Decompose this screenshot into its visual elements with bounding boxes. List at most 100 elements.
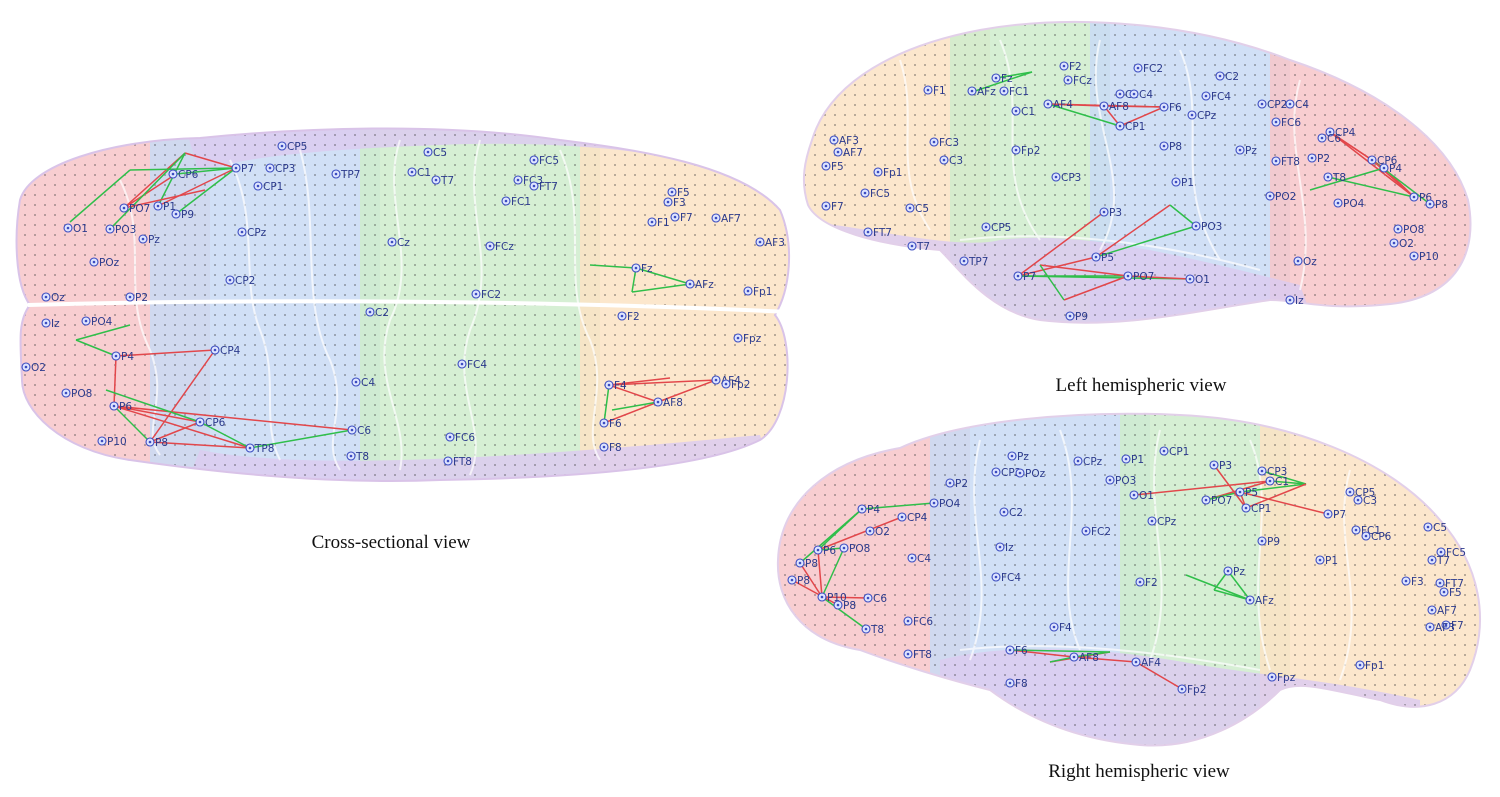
electrode-FC5: FC5 xyxy=(529,155,559,167)
electrode-label: P9 xyxy=(181,209,194,221)
electrode-F6: F6 xyxy=(599,418,622,430)
electrode-center xyxy=(1124,457,1128,461)
electrode-P7: P7 xyxy=(1323,509,1346,521)
electrode-CP6: CP6 xyxy=(1361,531,1392,543)
left-connection-22 xyxy=(1039,264,1129,277)
electrode-AF8: AF8 xyxy=(1099,101,1129,113)
right-connection-22 xyxy=(1185,574,1251,601)
electrode-center xyxy=(1442,590,1446,594)
electrode-C2: C2 xyxy=(1215,71,1239,83)
electrode-label: AF7 xyxy=(843,147,863,159)
electrode-label: CP2 xyxy=(1001,467,1021,479)
right-connection-24 xyxy=(1213,589,1251,601)
electrode-center xyxy=(532,184,536,188)
electrode-label: F6 xyxy=(1169,102,1182,114)
electrode-CP2: CP2 xyxy=(991,467,1021,479)
cross-connection-5 xyxy=(123,173,177,209)
electrode-label: Iz xyxy=(51,318,60,330)
electrode-AF3: AF3 xyxy=(1425,622,1455,634)
electrode-POz: POz xyxy=(1015,468,1046,480)
electrode-P10: P10 xyxy=(1409,251,1439,263)
electrode-center xyxy=(354,380,358,384)
electrode-label: P4 xyxy=(867,504,880,516)
electrode-center xyxy=(1364,534,1368,538)
electrode-center xyxy=(516,178,520,182)
electrode-center xyxy=(1118,124,1122,128)
electrode-center xyxy=(1412,254,1416,258)
electrode-label: FC3 xyxy=(939,137,959,149)
electrode-label: P7 xyxy=(241,163,254,175)
electrode-label: FC4 xyxy=(1001,572,1021,584)
electrode-FC4: FC4 xyxy=(457,359,487,371)
electrode-center xyxy=(1326,175,1330,179)
cross-connection-3 xyxy=(129,167,237,171)
electrode-C4: C4 xyxy=(351,377,375,389)
electrode-label: CP5 xyxy=(287,141,307,153)
electrode-center xyxy=(1428,202,1432,206)
electrode-center xyxy=(1014,109,1018,113)
electrode-center xyxy=(1204,498,1208,502)
electrode-label: F7 xyxy=(1451,620,1464,632)
electrode-center xyxy=(1076,459,1080,463)
electrode-C6: C6 xyxy=(863,593,887,605)
electrode-center xyxy=(820,595,824,599)
electrode-center xyxy=(842,546,846,550)
electrode-label: PO4 xyxy=(939,498,961,510)
left-connection-15 xyxy=(1371,159,1415,198)
cross-connection-28 xyxy=(631,283,691,293)
electrode-center xyxy=(876,170,880,174)
electrode-center xyxy=(504,199,508,203)
electrode-PO7: PO7 xyxy=(1201,495,1232,507)
electrode-Fz: Fz xyxy=(631,263,653,275)
electrode-center xyxy=(1288,102,1292,106)
left-connection-24 xyxy=(1039,264,1065,301)
electrode-center xyxy=(268,166,272,170)
electrode-center xyxy=(650,220,654,224)
electrode-center xyxy=(1102,210,1106,214)
electrode-label: F8 xyxy=(609,442,622,454)
electrode-label: CP4 xyxy=(1335,127,1356,139)
electrode-CP4: CP4 xyxy=(1325,127,1356,139)
electrode-center xyxy=(1194,224,1198,228)
electrode-label: Iz xyxy=(1295,295,1304,307)
electrode-center xyxy=(426,150,430,154)
electrode-label: P8 xyxy=(1435,199,1448,211)
electrode-CP1: CP1 xyxy=(1159,446,1189,458)
electrode-center xyxy=(1326,512,1330,516)
electrode-center xyxy=(1318,558,1322,562)
electrode-Fp1: Fp1 xyxy=(1355,660,1384,672)
electrode-F2: F2 xyxy=(617,311,640,323)
electrode-P9: P9 xyxy=(1257,536,1280,548)
electrode-center xyxy=(836,603,840,607)
electrode-center xyxy=(868,529,872,533)
electrode-CPz: CPz xyxy=(1147,516,1177,528)
electrode-FC6: FC6 xyxy=(903,616,933,628)
electrode-label: O2 xyxy=(1399,238,1414,250)
electrode-center xyxy=(746,289,750,293)
electrode-center xyxy=(634,266,638,270)
electrode-label: FT7 xyxy=(873,227,892,239)
electrode-FC5: FC5 xyxy=(1436,547,1466,559)
electrode-center xyxy=(836,150,840,154)
electrode-label: FC4 xyxy=(467,359,487,371)
cross-connection-35 xyxy=(608,377,671,386)
right-outline xyxy=(776,412,1481,747)
cross-gyri xyxy=(119,139,601,476)
electrode-label: O2 xyxy=(31,362,46,374)
electrode-label: CP2 xyxy=(1267,99,1287,111)
electrode-P1: P1 xyxy=(1315,555,1338,567)
electrode-C5: C5 xyxy=(905,203,929,215)
electrode-C2: C2 xyxy=(365,307,389,319)
electrode-center xyxy=(1268,479,1272,483)
left-connection-26 xyxy=(1127,275,1191,280)
electrode-PO3: PO3 xyxy=(105,224,136,236)
electrode-center xyxy=(1238,148,1242,152)
cross-connection-34 xyxy=(611,401,659,411)
electrode-center xyxy=(1174,180,1178,184)
electrode-P10: P10 xyxy=(97,436,127,448)
electrode-center xyxy=(1348,490,1352,494)
electrode-center xyxy=(1052,625,1056,629)
electrode-C3: C3 xyxy=(1353,495,1377,507)
electrode-F5: F5 xyxy=(667,187,690,199)
